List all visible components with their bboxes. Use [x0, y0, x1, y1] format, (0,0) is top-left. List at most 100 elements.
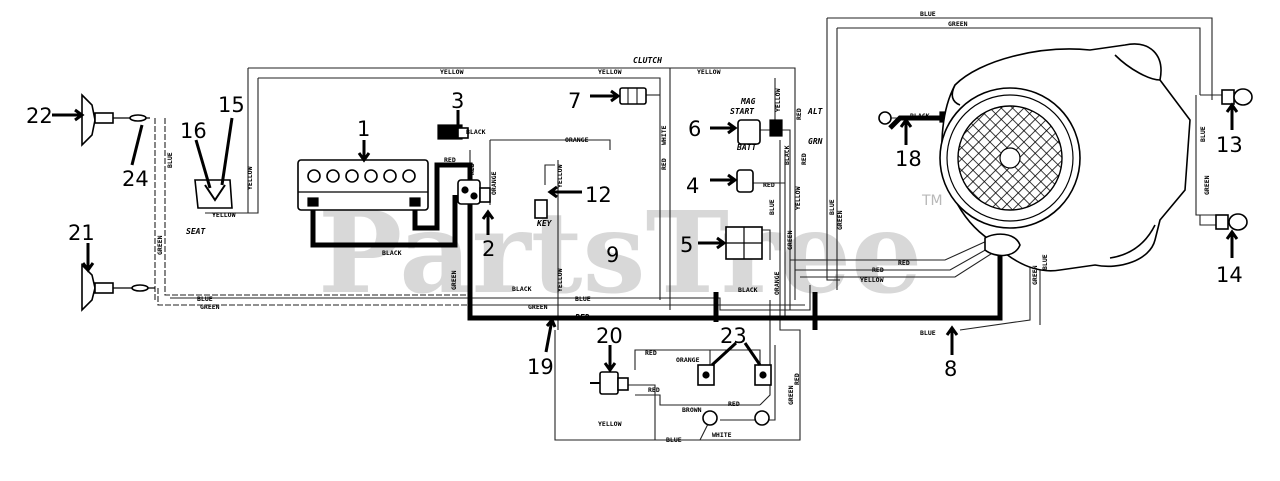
part-number-12: 12 [585, 183, 612, 207]
toggle-switch [590, 371, 629, 395]
label-yellow-top-3: YELLOW [697, 68, 721, 76]
part-number-9: 9 [606, 243, 619, 267]
label-blue-eng-vert: BLUE [828, 199, 836, 215]
label-grn: GRN [808, 137, 823, 146]
label-red-relay: RED [763, 181, 775, 189]
label-brown: BROWN [682, 406, 702, 414]
part-number-24: 24 [122, 167, 149, 191]
label-black-ground: BLACK [910, 112, 930, 120]
label-white: WHITE [712, 431, 732, 439]
part-number-22: 22 [26, 104, 53, 128]
label-black-right: BLACK [738, 286, 758, 294]
label-green-left: GREEN [200, 303, 220, 311]
part-number-labels: 1 2 3 4 5 6 7 8 9 12 13 14 15 16 18 19 2… [26, 89, 1243, 381]
label-orange-diode: ORANGE [676, 356, 700, 364]
label-yellow-ign-vert: YELLOW [774, 88, 782, 112]
watermark-trademark: TM [921, 193, 943, 209]
connector-bottom [702, 410, 770, 426]
label-red-diode: RED [645, 349, 657, 357]
label-yellow-ign-vert-2: YELLOW [794, 186, 802, 210]
part-number-3: 3 [451, 89, 464, 113]
part-number-4: 4 [686, 174, 699, 198]
label-black-cable: BLACK [382, 249, 402, 257]
battery-cables [310, 115, 1003, 330]
label-red-engine: RED [872, 266, 884, 274]
ignition-switch [737, 119, 783, 145]
label-blue-relay-vert: BLUE [768, 199, 776, 215]
label-green-top: GREEN [948, 20, 968, 28]
label-yellow-engine: YELLOW [860, 276, 884, 284]
label-seat: SEAT [186, 227, 206, 236]
headlight-14 [1215, 213, 1248, 231]
label-green-vert: GREEN [156, 235, 164, 255]
part-number-19: 19 [527, 355, 554, 379]
label-yellow-key-vert: YELLOW [556, 164, 564, 188]
fuse-holder [437, 124, 469, 140]
label-red-switch: RED [648, 386, 660, 394]
label-green-base-vert: GREEN [1031, 265, 1039, 285]
label-blue-engine: BLUE [920, 329, 936, 337]
key-switch [534, 199, 548, 219]
part-number-20: 20 [596, 324, 623, 348]
part-number-21: 21 [68, 221, 95, 245]
wire-labels: CLUTCH YELLOW YELLOW YELLOW BLUE GREEN B… [156, 10, 1211, 444]
label-green-right-vert: GREEN [787, 385, 795, 405]
label-clutch: CLUTCH [633, 56, 662, 65]
part-number-23: 23 [720, 324, 747, 348]
label-blue-bottom: BLUE [575, 295, 591, 303]
label-alt: ALT [807, 107, 824, 116]
seat-switch [194, 179, 233, 209]
label-blue-left: BLUE [197, 295, 213, 303]
part-number-2: 2 [482, 237, 495, 261]
engine [939, 43, 1191, 272]
light-22 [81, 93, 150, 147]
label-red-ign-vert-2: RED [800, 153, 808, 165]
label-batt: BATT [736, 143, 757, 152]
relay [736, 169, 754, 193]
part-number-5: 5 [680, 233, 693, 257]
label-black-bottom: BLACK [512, 285, 532, 293]
label-key: KEY [536, 219, 553, 228]
module [725, 226, 763, 260]
label-red-clutch-vert: RED [660, 158, 668, 170]
label-red-engine-2: RED [898, 259, 910, 267]
label-black-ign-vert: BLACK [783, 145, 791, 165]
label-red-ign-vert: RED [795, 108, 803, 120]
label-orange-vert: ORANGE [490, 171, 498, 195]
diode-left [697, 364, 715, 386]
part-number-14: 14 [1216, 263, 1243, 287]
part-number-13: 13 [1216, 133, 1243, 157]
light-21 [81, 263, 155, 312]
label-blue-top: BLUE [920, 10, 936, 18]
label-orange-ign-vert: ORANGE [773, 271, 781, 295]
label-green-head-vert: GREEN [1203, 175, 1211, 195]
label-green-ign-vert: GREEN [786, 230, 794, 250]
label-green-bat-vert: GREEN [450, 270, 458, 290]
label-yellow-low: YELLOW [598, 420, 622, 428]
label-red-vert: RED [468, 163, 476, 175]
part-number-1: 1 [357, 117, 370, 141]
label-black-fuse: BLACK [466, 128, 486, 136]
label-blue-head-vert: BLUE [1199, 126, 1207, 142]
diode-right [754, 364, 772, 386]
label-mag: MAG [740, 97, 756, 106]
battery [297, 159, 429, 211]
part-number-8: 8 [944, 357, 957, 381]
label-yellow-low-vert: YELLOW [556, 268, 564, 292]
label-green-eng-vert: GREEN [836, 210, 844, 230]
label-red-right-vert: RED [793, 373, 801, 385]
label-yellow-seat-vert: YELLOW [246, 166, 254, 190]
label-orange: ORANGE [565, 136, 589, 144]
label-blue-vert: BLUE [166, 152, 174, 168]
thin-wires [154, 17, 1225, 441]
label-yellow-top: YELLOW [440, 68, 464, 76]
label-green-mid: GREEN [528, 303, 548, 311]
label-yellow-seat: YELLOW [212, 211, 236, 219]
label-red-low: RED [728, 400, 740, 408]
starter-solenoid [457, 179, 491, 205]
label-yellow-top-2: YELLOW [598, 68, 622, 76]
part-number-18: 18 [895, 147, 922, 171]
part-number-7: 7 [568, 89, 581, 113]
label-blue-low: BLUE [666, 436, 682, 444]
